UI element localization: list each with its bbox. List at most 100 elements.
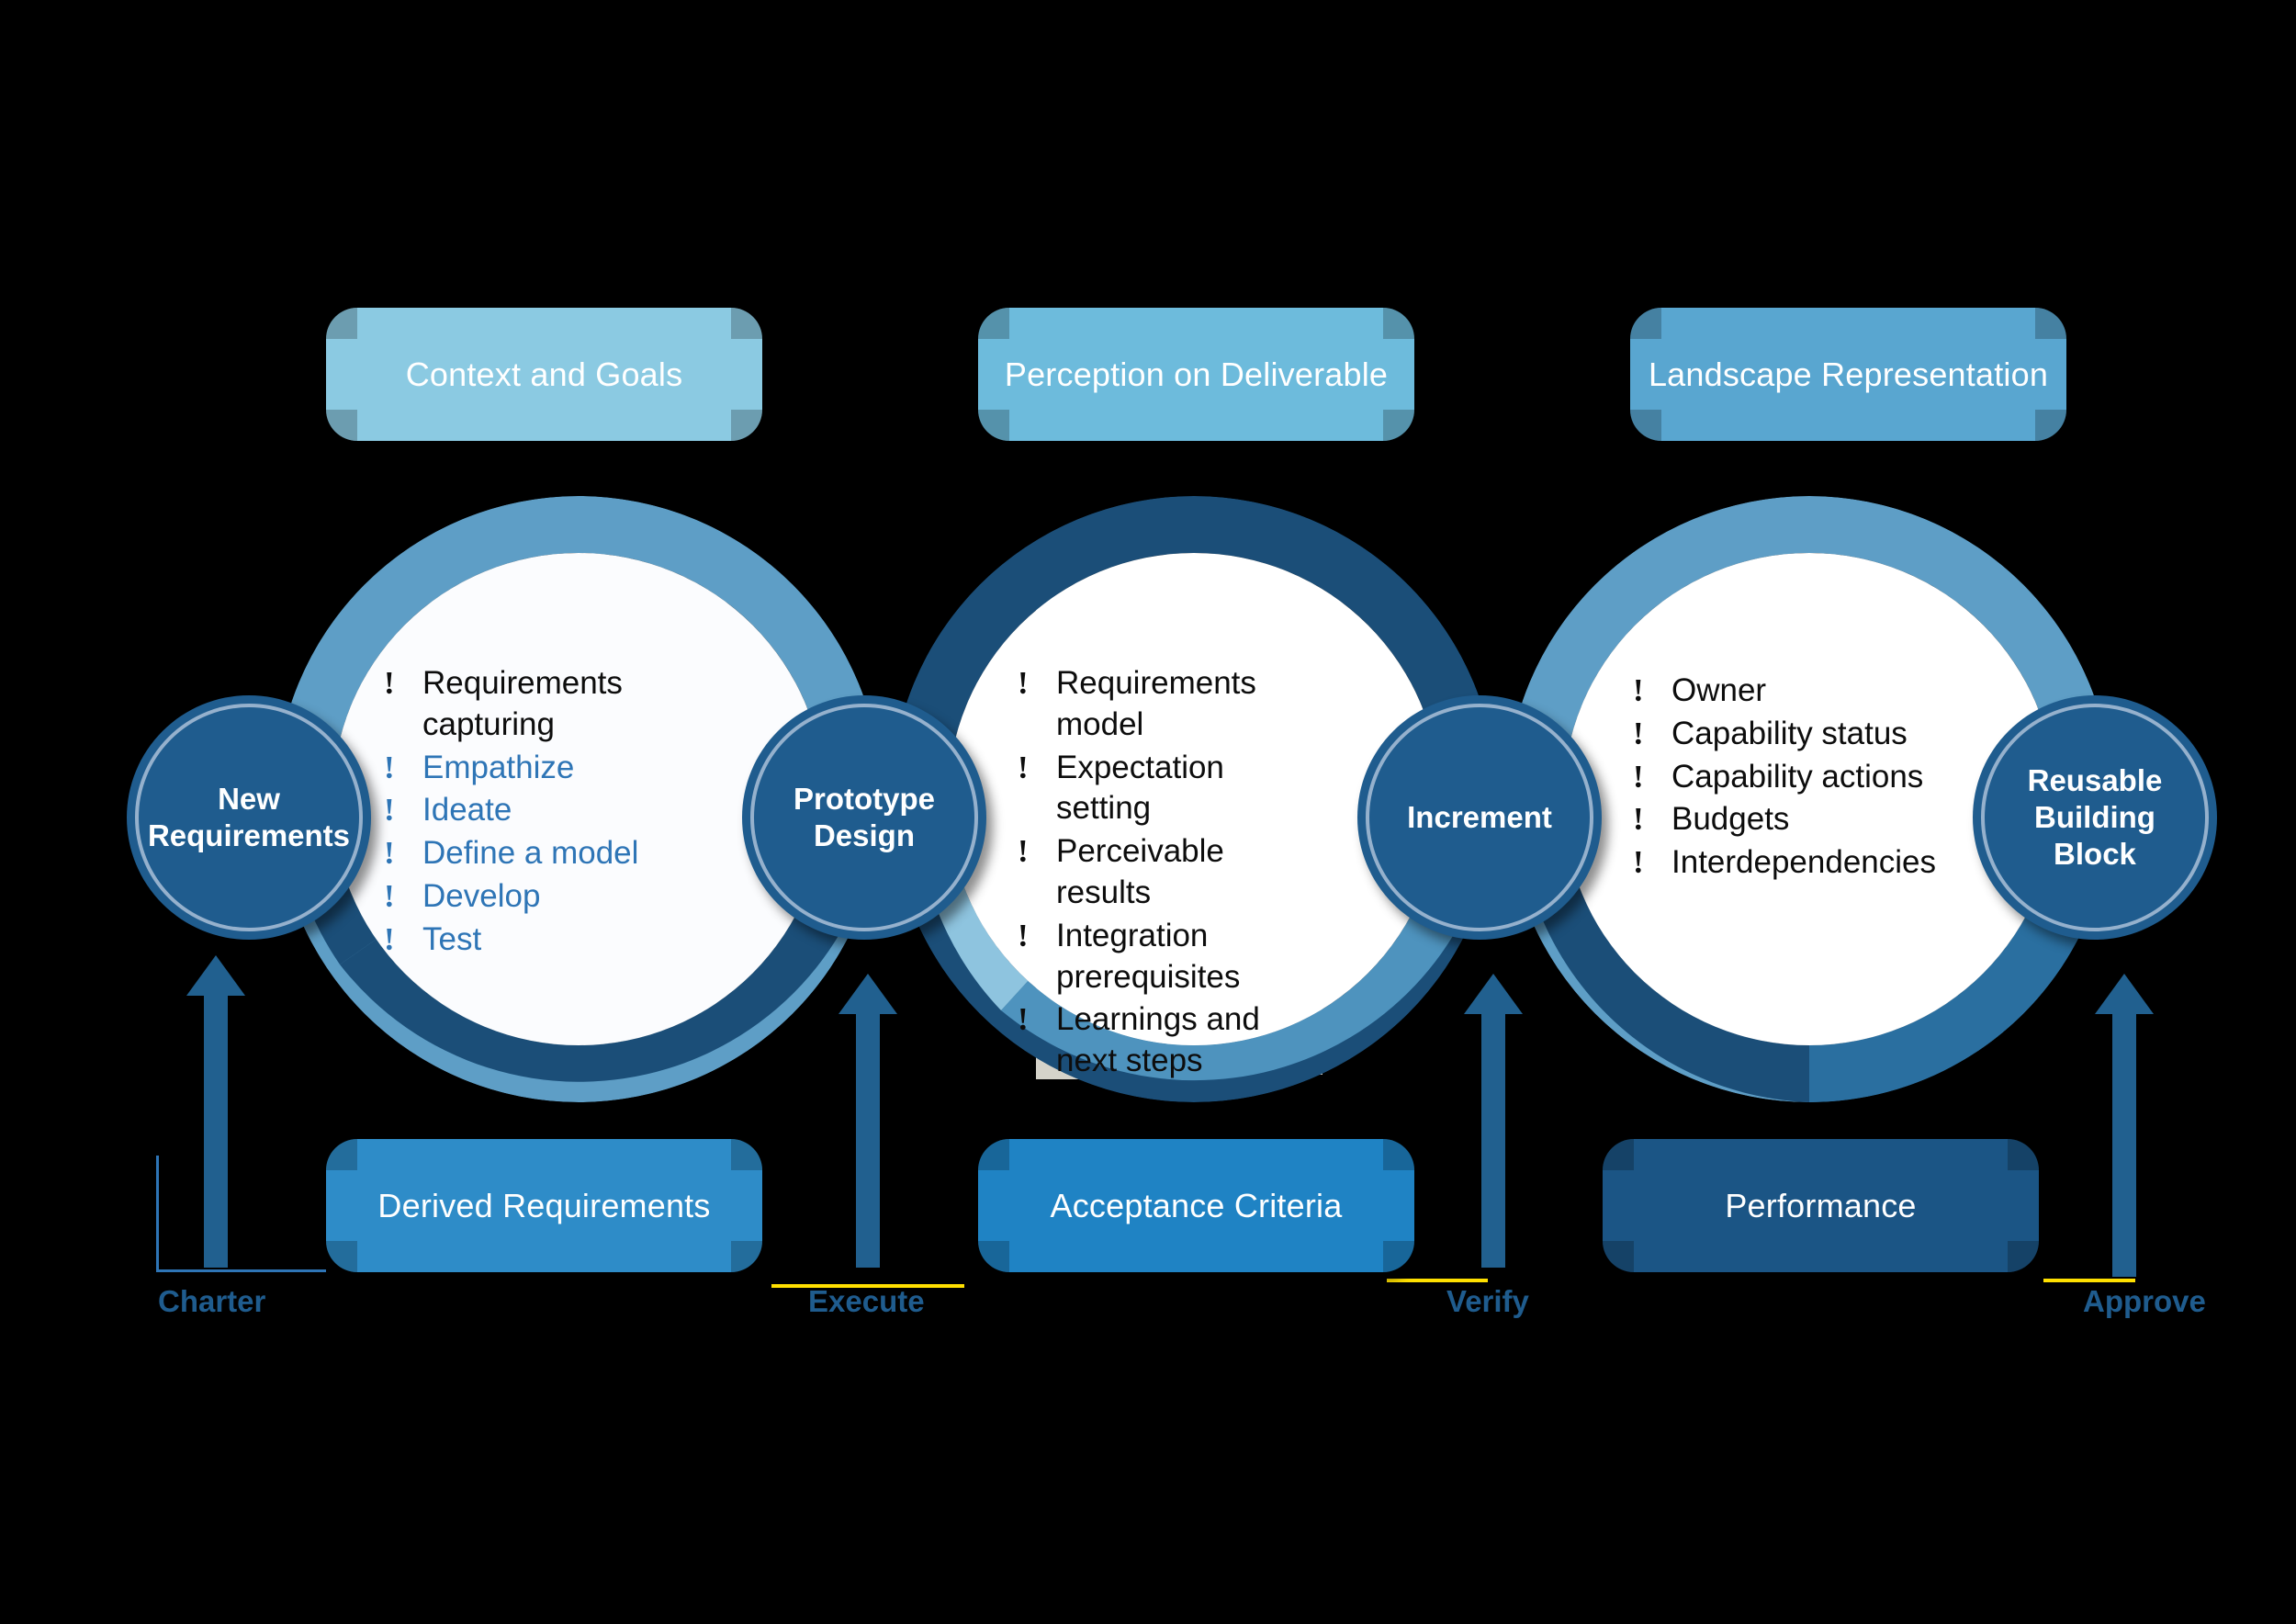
list-item: ! Expectation setting xyxy=(1018,748,1321,830)
list-item: ! Ideate xyxy=(384,790,687,831)
baseline-rule-left-stub xyxy=(156,1156,159,1271)
yellow-rule-approve xyxy=(2043,1279,2135,1282)
node-new-requirements[interactable]: New Requirements xyxy=(127,695,371,940)
bullet-glyph-icon: ! xyxy=(1018,917,1029,953)
snip-corner xyxy=(1383,410,1414,441)
snip-corner xyxy=(731,308,762,339)
gate-label-approve: Approve xyxy=(2083,1284,2206,1318)
snip-corner xyxy=(2008,1241,2039,1272)
top-box-perception-on-deliverable[interactable]: Perception on Deliverable xyxy=(978,308,1414,441)
snip-corner xyxy=(978,1241,1009,1272)
bullet-glyph-icon: ! xyxy=(384,792,395,829)
list-item: ! Owner xyxy=(1633,671,1945,712)
list-item: ! Learnings and next steps xyxy=(1018,999,1321,1082)
top-box-label: Landscape Representation xyxy=(1648,355,2049,393)
list-item: ! Requirements model xyxy=(1018,663,1321,746)
bottom-box-label: Performance xyxy=(1725,1186,1917,1224)
arrow-head-icon xyxy=(2095,974,2154,1014)
list-item: ! Perceivable results xyxy=(1018,831,1321,914)
list-item: ! Define a model xyxy=(384,833,687,874)
node-label-line: Requirements xyxy=(147,818,351,852)
snip-corner xyxy=(731,1241,762,1272)
bullet-glyph-icon: ! xyxy=(1018,665,1029,701)
bullet-glyph-icon: ! xyxy=(1633,844,1644,881)
snip-corner xyxy=(1383,1241,1414,1272)
list-item-label: Capability actions xyxy=(1671,758,1924,795)
bottom-box-performance[interactable]: Performance xyxy=(1603,1139,2039,1272)
node-label-line: Building xyxy=(2034,799,2155,834)
node-prototype-design[interactable]: Prototype Design xyxy=(742,695,986,940)
list-item: ! Empathize xyxy=(384,748,687,789)
bullet-list-increment-attributes: ! Owner ! Capability status ! Capability… xyxy=(1633,671,1945,885)
node-increment[interactable]: Increment xyxy=(1357,695,1602,940)
list-item-label: Owner xyxy=(1671,672,1767,708)
list-item: ! Integration prerequisites xyxy=(1018,916,1321,998)
top-box-context-and-goals[interactable]: Context and Goals xyxy=(326,308,762,441)
list-item: ! Capability status xyxy=(1633,714,1945,755)
top-box-landscape-representation[interactable]: Landscape Representation xyxy=(1630,308,2066,441)
snip-corner xyxy=(731,1139,762,1170)
gate-arrow-execute xyxy=(838,974,898,1268)
arrow-shaft xyxy=(204,992,228,1268)
gate-arrow-verify xyxy=(1463,974,1524,1268)
bottom-box-acceptance-criteria[interactable]: Acceptance Criteria xyxy=(978,1139,1414,1272)
bullet-glyph-icon: ! xyxy=(384,920,395,957)
arrow-shaft xyxy=(1481,1010,1505,1268)
bullet-glyph-icon: ! xyxy=(384,665,395,701)
bottom-box-derived-requirements[interactable]: Derived Requirements xyxy=(326,1139,762,1272)
node-label-line: Reusable xyxy=(2027,762,2163,797)
snip-corner xyxy=(978,308,1009,339)
bullet-glyph-icon: ! xyxy=(1018,833,1029,870)
bullet-glyph-icon: ! xyxy=(384,749,395,785)
ring-requirements-cycle xyxy=(276,496,882,1102)
list-item: ! Budgets xyxy=(1633,799,1945,840)
list-item-label: Develop xyxy=(422,877,541,914)
snip-corner xyxy=(731,410,762,441)
top-box-label: Perception on Deliverable xyxy=(1004,355,1389,393)
gate-label-charter: Charter xyxy=(158,1284,266,1318)
snip-corner xyxy=(1630,410,1661,441)
bullet-glyph-icon: ! xyxy=(1633,801,1644,838)
list-item-label: Test xyxy=(422,920,482,957)
node-label: Reusable Building Block xyxy=(2017,762,2174,874)
list-item: ! Capability actions xyxy=(1633,757,1945,798)
node-label: Increment xyxy=(1396,799,1563,836)
gate-label-execute: Execute xyxy=(808,1284,925,1318)
snip-corner xyxy=(326,1241,357,1272)
list-item-label: Integration prerequisites xyxy=(1056,917,1241,995)
ring-prototype-cycle xyxy=(891,496,1497,1102)
list-item: ! Test xyxy=(384,919,687,961)
snip-corner xyxy=(326,410,357,441)
bullet-list-requirements-activities: ! Requirements capturing ! Empathize ! I… xyxy=(384,663,687,963)
yellow-rule-execute xyxy=(771,1284,964,1288)
yellow-rule-verify xyxy=(1387,1279,1488,1282)
list-item-label: Requirements model xyxy=(1056,665,1256,742)
bottom-box-label: Derived Requirements xyxy=(377,1186,711,1224)
list-item-label: Define a model xyxy=(422,835,639,872)
list-item-label: Perceivable results xyxy=(1056,833,1224,910)
node-label: New Requirements xyxy=(137,781,361,855)
arrow-shaft xyxy=(856,1010,880,1268)
snip-corner xyxy=(1603,1241,1634,1272)
list-item-label: Budgets xyxy=(1671,801,1790,838)
snip-corner xyxy=(1383,1139,1414,1170)
node-label-line: Increment xyxy=(1407,799,1552,834)
node-label: Prototype Design xyxy=(782,781,946,855)
node-label-line: Design xyxy=(813,818,915,852)
gate-label-verify: Verify xyxy=(1446,1284,1529,1318)
baseline-rule-left xyxy=(156,1269,326,1272)
gate-arrow-charter xyxy=(186,955,246,1268)
node-reusable-building-block[interactable]: Reusable Building Block xyxy=(1973,695,2217,940)
bottom-box-label: Acceptance Criteria xyxy=(1050,1186,1343,1224)
snip-corner xyxy=(2035,410,2066,441)
snip-corner xyxy=(2035,308,2066,339)
list-item-label: Empathize xyxy=(422,749,575,785)
list-item: ! Develop xyxy=(384,876,687,918)
bullet-glyph-icon: ! xyxy=(1018,1001,1029,1038)
list-item-label: Capability status xyxy=(1671,715,1908,751)
gate-arrow-approve xyxy=(2094,974,2155,1277)
bullet-glyph-icon: ! xyxy=(384,877,395,914)
snip-corner xyxy=(1603,1139,1634,1170)
arrow-shaft xyxy=(2112,1010,2136,1277)
